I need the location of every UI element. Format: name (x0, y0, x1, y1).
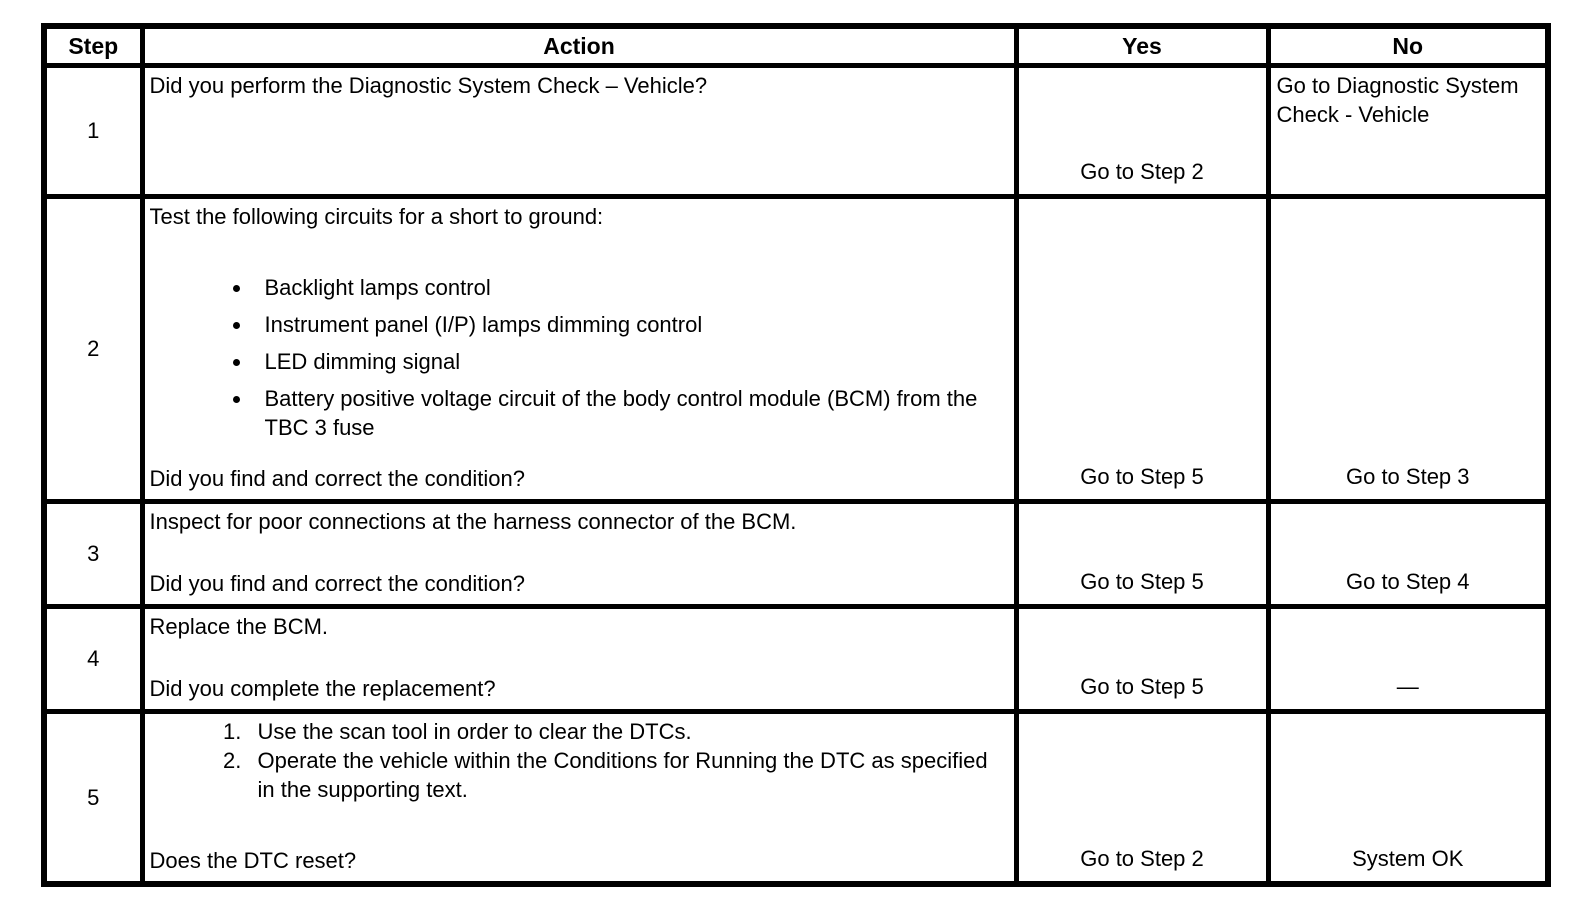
numbered-item: Operate the vehicle within the Condition… (248, 746, 1008, 804)
action-cell: Did you perform the Diagnostic System Ch… (139, 63, 1019, 199)
table-row-step-5: 5 Use the scan tool in order to clear th… (41, 709, 1551, 887)
action-cell: Test the following circuits for a short … (139, 194, 1019, 504)
action-intro: Replace the BCM. (149, 614, 329, 639)
action-intro: Test the following circuits for a short … (149, 204, 604, 229)
action-numbered-list: Use the scan tool in order to clear the … (150, 717, 1008, 804)
header-row: Step Action Yes No (41, 23, 1551, 68)
action-cell: Inspect for poor connections at the harn… (139, 499, 1019, 609)
no-answer: System OK (1352, 845, 1464, 871)
no-cell: Go to Step 4 (1265, 499, 1551, 609)
table-row-step-4: 4 Replace the BCM. Did you complete the … (41, 604, 1551, 714)
action-body: Test the following circuits for a short … (150, 202, 1008, 450)
action-question: Did you find and correct the condition? (149, 570, 525, 596)
yes-answer: Go to Step 5 (1080, 463, 1204, 489)
action-question: Does the DTC reset? (149, 847, 357, 873)
action-bullet-list: Backlight lamps control Instrument panel… (150, 273, 1008, 442)
action-intro: Did you perform the Diagnostic System Ch… (149, 73, 708, 98)
column-header-step: Step (41, 23, 145, 68)
no-answer: — (1396, 673, 1419, 699)
yes-answer: Go to Step 2 (1080, 158, 1204, 184)
no-cell: — (1265, 604, 1551, 714)
column-header-yes: Yes (1013, 23, 1271, 68)
yes-answer: Go to Step 2 (1080, 845, 1204, 871)
diagnostic-table: Step Action Yes No 1 Did you perform the… (41, 23, 1551, 887)
step-cell: 5 (41, 709, 145, 887)
no-cell: System OK (1265, 709, 1551, 887)
action-question: Did you complete the replacement? (149, 675, 496, 701)
yes-cell: Go to Step 5 (1013, 194, 1271, 504)
column-header-action: Action (139, 23, 1019, 68)
numbered-item: Use the scan tool in order to clear the … (248, 717, 1008, 746)
action-question: Did you find and correct the condition? (149, 465, 525, 491)
no-answer: Go to Step 4 (1345, 568, 1470, 594)
action-cell: Replace the BCM. Did you complete the re… (139, 604, 1019, 714)
table-row-step-2: 2 Test the following circuits for a shor… (41, 194, 1551, 504)
no-answer: Go to Step 3 (1345, 463, 1470, 489)
action-cell: Use the scan tool in order to clear the … (139, 709, 1019, 887)
yes-cell: Go to Step 5 (1013, 604, 1271, 714)
table-row-step-3: 3 Inspect for poor connections at the ha… (41, 499, 1551, 609)
table-row-step-1: 1 Did you perform the Diagnostic System … (41, 63, 1551, 199)
yes-answer: Go to Step 5 (1080, 673, 1204, 699)
no-cell: Go to Diagnostic System Check - Vehicle (1265, 63, 1551, 199)
bullet-item: Battery positive voltage circuit of the … (253, 384, 1008, 442)
step-cell: 2 (41, 194, 145, 504)
no-cell: Go to Step 3 (1265, 194, 1551, 504)
no-answer: Go to Diagnostic System Check - Vehicle (1276, 73, 1519, 128)
bullet-item: Backlight lamps control (253, 273, 1008, 302)
yes-cell: Go to Step 2 (1013, 709, 1271, 887)
bullet-item: LED dimming signal (253, 347, 1008, 376)
yes-cell: Go to Step 5 (1013, 499, 1271, 609)
step-cell: 4 (41, 604, 145, 714)
step-cell: 3 (41, 499, 145, 609)
action-intro: Inspect for poor connections at the harn… (149, 509, 797, 534)
table-header: Step Action Yes No (41, 23, 1551, 68)
yes-answer: Go to Step 5 (1080, 568, 1204, 594)
step-cell: 1 (41, 63, 145, 199)
column-header-no: No (1265, 23, 1551, 68)
yes-cell: Go to Step 2 (1013, 63, 1271, 199)
bullet-item: Instrument panel (I/P) lamps dimming con… (253, 310, 1008, 339)
